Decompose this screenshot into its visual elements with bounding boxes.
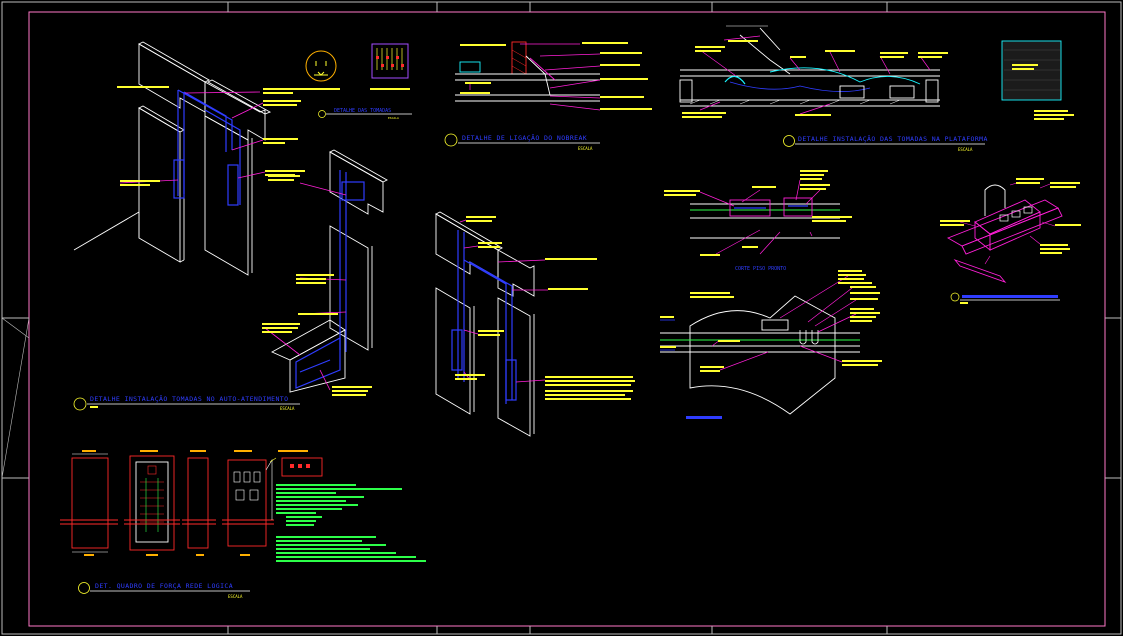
detail-quadro-scale: ESCALA (228, 594, 243, 599)
outlet-symbol-icon (305, 50, 337, 82)
detail-nobreak-drawing (455, 41, 652, 111)
detail-plataforma-title: DETALHE INSTALAÇÃO DAS TOMADAS NA PLATAF… (798, 134, 988, 143)
detail-floor-box-iso-drawing (940, 178, 1081, 283)
detail-marker-icon (444, 133, 458, 147)
scale-tag (90, 406, 98, 408)
detail-auto-atendimento-title: DETALHE INSTALAÇÃO TOMADAS NO AUTO-ATEND… (90, 394, 288, 403)
detail-marker-icon (783, 135, 795, 147)
detail-marker-icon (73, 397, 87, 411)
quadro-notes (276, 484, 426, 562)
detail-nobreak-title-block: DETALHE DE LIGAÇÃO DO NOBREAK ESCALA (444, 133, 600, 151)
detail-nobreak-title: DETALHE DE LIGAÇÃO DO NOBREAK (462, 133, 587, 142)
detail-auto-atendimento-drawing (73, 41, 635, 437)
detail-corte-piso-title: CORTE PISO PRONTO (735, 266, 786, 272)
detail-plataforma-drawing (679, 25, 1074, 120)
detail-marker-icon (950, 292, 960, 302)
rj45-connector-icon (371, 43, 409, 79)
detail-plataforma-title-block: DETALHE INSTALAÇÃO DAS TOMADAS NA PLATAF… (783, 134, 988, 152)
detail-quadro-title: DET. QUADRO DE FORÇA REDE LOGICA (95, 582, 233, 590)
detail-auto-atendimento-title-block: DETALHE INSTALAÇÃO TOMADAS NO AUTO-ATEND… (73, 394, 300, 411)
detail-corte-piso-drawing (664, 170, 852, 256)
detail-marker-icon (78, 582, 90, 594)
detail-tomadas-title: DETALHE DAS TOMADAS (334, 108, 391, 114)
detail-marker-icon (318, 110, 326, 118)
detail-tomadas-title-block: DETALHE DAS TOMADAS ESCALA (318, 108, 412, 120)
detail-floor-cut-drawing (660, 270, 882, 419)
detail-tomadas-drawing (300, 43, 410, 90)
detail-tomadas-scale: ESCALA (388, 116, 399, 120)
detail-floor-box-iso-title-block (950, 292, 1060, 304)
scale-tag (960, 302, 968, 304)
title-text-line (686, 416, 722, 419)
detail-plataforma-scale: ESCALA (958, 147, 973, 152)
detail-quadro-drawing (60, 450, 323, 556)
detail-auto-atendimento-scale: ESCALA (280, 406, 295, 411)
detail-nobreak-scale: ESCALA (578, 146, 593, 151)
detail-quadro-title-block: DET. QUADRO DE FORÇA REDE LOGICA ESCALA (78, 582, 250, 599)
title-text-line (962, 295, 1058, 298)
